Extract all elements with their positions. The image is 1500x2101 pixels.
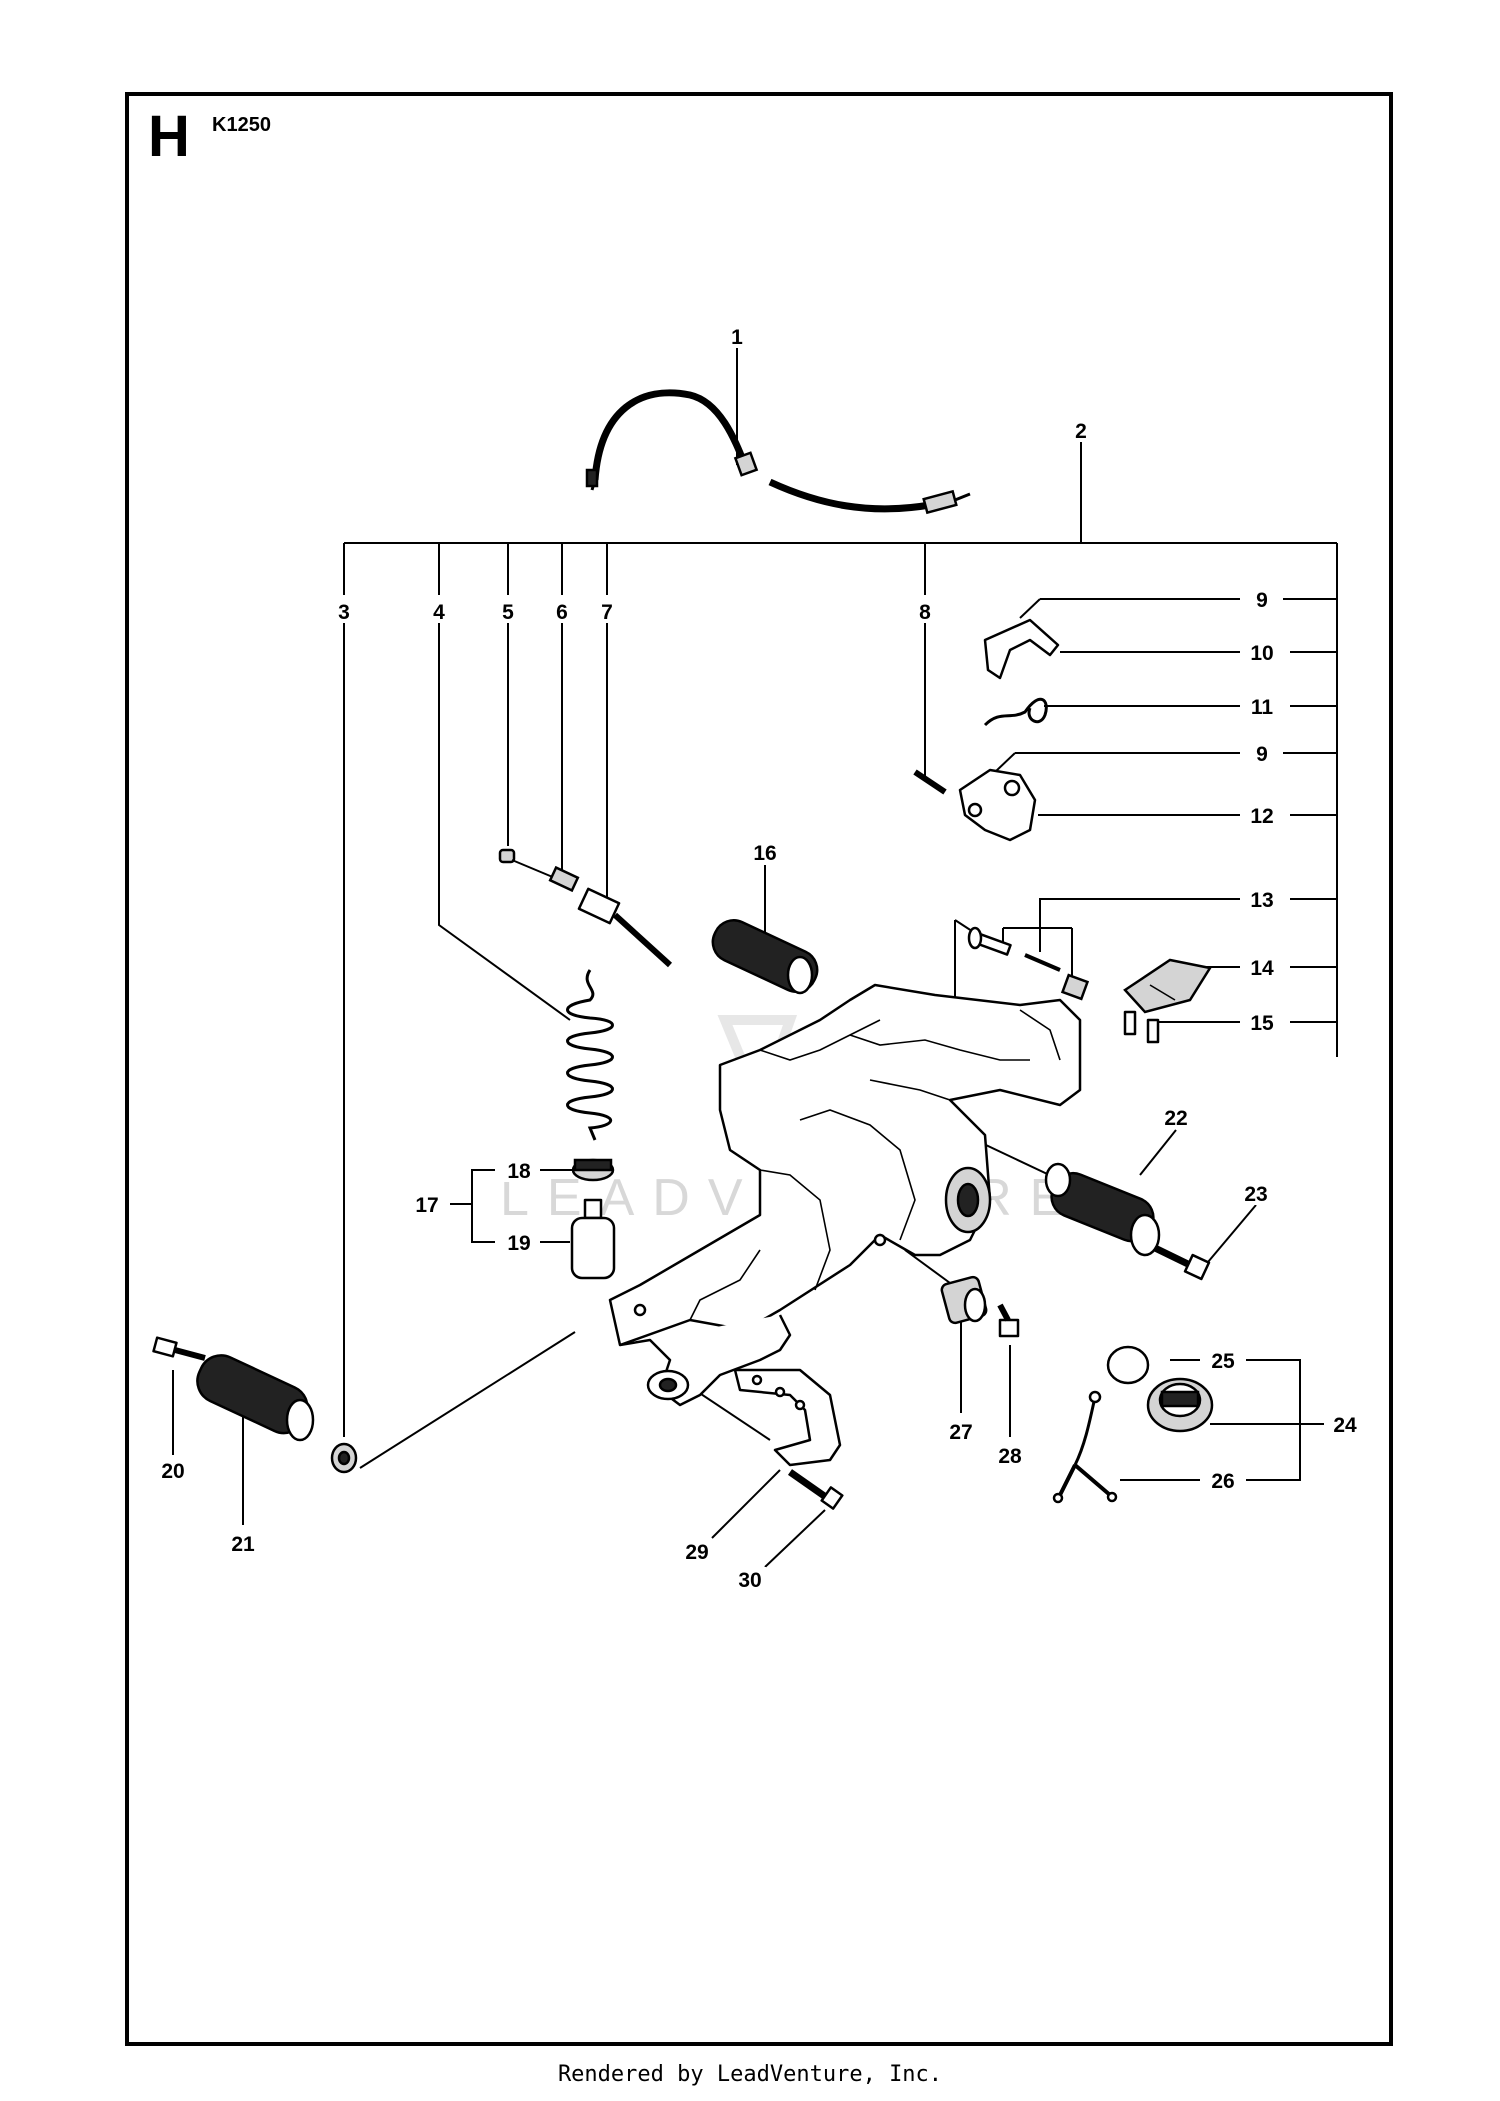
- model-code: K1250: [212, 114, 271, 136]
- callout-6: 6: [556, 601, 568, 624]
- callout-16: 16: [753, 842, 776, 865]
- part-21-vibration-spring: [196, 1354, 315, 1442]
- callout-27: 27: [949, 1421, 972, 1444]
- callout-bg: [1246, 694, 1278, 718]
- callout-19: 19: [507, 1232, 530, 1255]
- callout-bg: [994, 1443, 1026, 1467]
- part-8-pin: [913, 769, 947, 795]
- callout-bg: [749, 840, 781, 864]
- callout-29: 29: [685, 1541, 708, 1564]
- part-1-throttle-cable: [585, 389, 971, 515]
- callout-3: 3: [338, 601, 350, 624]
- callout-22: 22: [1164, 1107, 1187, 1130]
- callout-bg: [1071, 418, 1091, 442]
- diagram-frame: [125, 92, 1393, 2046]
- part-30-screw: [787, 1469, 844, 1510]
- callout-14: 14: [1250, 957, 1274, 980]
- callout-20: 20: [161, 1460, 184, 1483]
- callout-bg: [552, 599, 572, 623]
- callout-13: 13: [1250, 889, 1273, 912]
- callout-bg: [498, 599, 518, 623]
- callout-12: 12: [1250, 805, 1273, 828]
- part-26-cap-strap: [1052, 1390, 1118, 1504]
- callout-bg: [157, 1458, 189, 1482]
- callout-21: 21: [231, 1533, 255, 1556]
- part-29-bracket: [733, 1368, 842, 1467]
- callout-bg: [915, 599, 935, 623]
- callout-26: 26: [1211, 1470, 1234, 1493]
- part-23-screw: [1153, 1244, 1211, 1281]
- callout-25: 25: [1211, 1350, 1235, 1373]
- callout-24: 24: [1333, 1414, 1357, 1437]
- callout-bg: [503, 1158, 535, 1182]
- callout-7: 7: [601, 601, 613, 624]
- callout-18: 18: [507, 1160, 531, 1183]
- callout-bg: [1246, 803, 1278, 827]
- part-13-screw-bushing: [967, 926, 1090, 1001]
- part-24-fuel-cap: [1146, 1377, 1214, 1433]
- callout-bg: [945, 1419, 977, 1443]
- callout-bg: [227, 1531, 259, 1555]
- callout-11: 11: [1251, 696, 1274, 719]
- callout-bg: [1246, 640, 1278, 664]
- callout-bg: [1207, 1348, 1239, 1372]
- callout-bg: [1246, 887, 1278, 911]
- callout-4: 4: [433, 601, 445, 624]
- part-4-spring: [566, 969, 614, 1141]
- part-5-6-7-cable-end: [498, 848, 673, 968]
- part-27-rubber-buffer: [940, 1275, 988, 1325]
- callout-8: 8: [919, 601, 931, 624]
- callout-bg: [727, 324, 747, 348]
- callout-bg: [1246, 1010, 1278, 1034]
- part-12-throttle-trigger: [958, 768, 1037, 842]
- callout-bg: [1252, 587, 1272, 611]
- callout-bg: [1240, 1181, 1272, 1205]
- callout-5: 5: [502, 601, 514, 624]
- part-15-screws: [1123, 1010, 1160, 1044]
- part-16-vibration-spring: [711, 919, 819, 995]
- callout-15: 15: [1250, 1012, 1274, 1035]
- callout-bg: [411, 1192, 443, 1216]
- callout-17: 17: [415, 1194, 438, 1217]
- part-22-vibration-spring: [1044, 1162, 1161, 1257]
- callout-bg: [1160, 1105, 1192, 1129]
- part-18-buffer: [571, 1158, 615, 1182]
- callout-23: 23: [1244, 1183, 1267, 1206]
- callout-bg: [429, 599, 449, 623]
- callout-bg: [681, 1539, 713, 1563]
- callout-bg: [503, 1230, 535, 1254]
- part-3-washer: [330, 1442, 358, 1474]
- leader-lines: [172, 346, 1338, 1568]
- callout-10: 10: [1250, 642, 1273, 665]
- part-19-fuel-filter: [570, 1198, 616, 1280]
- part-10-lever: [983, 618, 1060, 680]
- callout-9: 9: [1256, 743, 1268, 766]
- callout-bg: [1329, 1412, 1361, 1436]
- render-credit: Rendered by LeadVenture, Inc.: [557, 2062, 943, 2087]
- callout-bg: [597, 599, 617, 623]
- part-14-guard: [1123, 958, 1213, 1014]
- main-handle-frame: [608, 983, 1082, 1407]
- callout-30: 30: [738, 1569, 761, 1592]
- section-letter: H: [148, 104, 190, 169]
- callout-1: 1: [731, 326, 743, 349]
- part-20-screw: [152, 1336, 206, 1361]
- callout-bg: [334, 599, 354, 623]
- callout-9: 9: [1256, 589, 1268, 612]
- callout-bg: [1207, 1468, 1239, 1492]
- callout-bg: [1252, 741, 1272, 765]
- part-11-spring: [983, 697, 1048, 727]
- callout-bg: [1246, 955, 1278, 979]
- part-28-screw: [997, 1303, 1020, 1338]
- callout-2: 2: [1075, 420, 1087, 443]
- part-25-o-ring: [1106, 1345, 1150, 1385]
- callout-28: 28: [998, 1445, 1022, 1468]
- callout-bg: [734, 1567, 766, 1591]
